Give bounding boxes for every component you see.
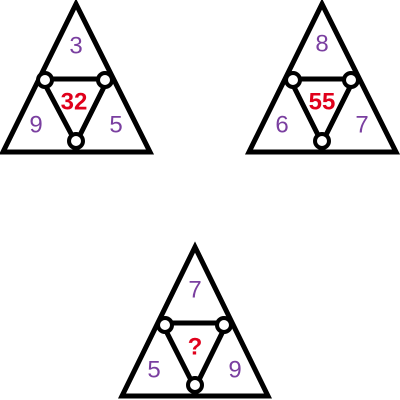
left-number: 6 bbox=[275, 112, 288, 139]
corner-knob bbox=[215, 316, 233, 334]
inner-triangle bbox=[159, 320, 230, 391]
puzzle-triangle-1: 3 9 5 32 bbox=[0, 0, 155, 155]
right-number: 9 bbox=[228, 357, 241, 384]
puzzle-triangle-3: 7 5 9 ? bbox=[117, 241, 273, 399]
corner-knob bbox=[96, 71, 114, 89]
inner-triangle bbox=[287, 76, 357, 146]
center-number: 55 bbox=[309, 89, 336, 116]
corner-knob bbox=[342, 71, 360, 89]
left-number: 9 bbox=[29, 112, 42, 139]
corner-knob bbox=[156, 316, 174, 334]
inner-triangle bbox=[39, 76, 111, 146]
top-number: 7 bbox=[188, 277, 201, 304]
corner-knob bbox=[36, 71, 54, 89]
left-number: 5 bbox=[147, 357, 160, 384]
center-number: 32 bbox=[61, 89, 88, 116]
top-number: 3 bbox=[69, 33, 82, 60]
top-number: 8 bbox=[315, 31, 328, 58]
right-number: 7 bbox=[355, 112, 368, 139]
right-number: 5 bbox=[109, 112, 122, 139]
puzzle-triangle-2: 8 6 7 55 bbox=[244, 0, 400, 155]
corner-knob bbox=[67, 132, 85, 150]
corner-knob bbox=[284, 71, 302, 89]
corner-knob bbox=[313, 132, 331, 150]
corner-knob bbox=[186, 376, 204, 394]
center-question-mark: ? bbox=[188, 334, 203, 361]
